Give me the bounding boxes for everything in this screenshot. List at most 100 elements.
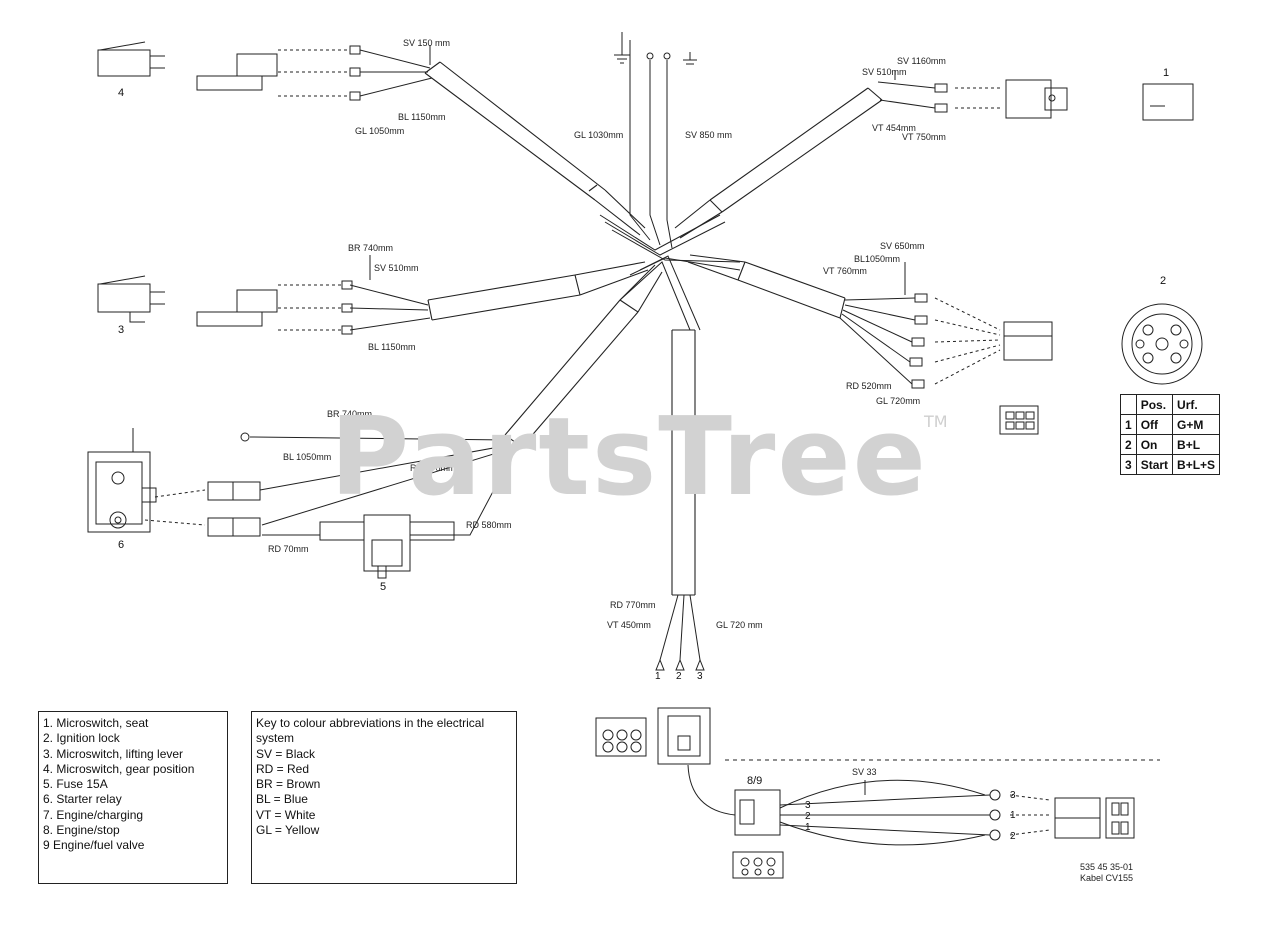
pin-number: 2 (1010, 831, 1016, 842)
starter-relay (87, 428, 261, 537)
table-cell: Off (1135, 414, 1174, 435)
colour-key-item: SV = Black (256, 746, 316, 761)
table-cell: 3 (1120, 454, 1137, 475)
legend-item: 2. Ignition lock (43, 731, 120, 746)
component-numbers: 1 2 3 4 5 6 8/9 (118, 67, 1169, 787)
legend-item: 9 Engine/fuel valve (43, 838, 145, 853)
table-cell: 2 (1120, 434, 1137, 455)
wire-label: GL 720 mm (716, 620, 763, 630)
wire-label: GL 1030mm (574, 130, 623, 140)
ignition-lock (1121, 303, 1203, 385)
part-number: 535 45 35-01 (1080, 862, 1134, 872)
colour-key-item: BR = Brown (256, 777, 321, 792)
table-cell: B+L (1172, 434, 1221, 455)
wire-label: BR 740mm (327, 409, 372, 419)
part-number-label: 535 45 35-01 Kabel CV155 (1080, 862, 1133, 884)
wire-label: RD 770mm (410, 463, 456, 473)
wire-label: SV 510mm (374, 263, 419, 273)
wire-label: RD 520mm (846, 381, 892, 391)
engine-stop-fuel-connector (595, 707, 1135, 879)
wire-label: SV 510mm (862, 67, 907, 77)
wire-label: SV 850 mm (685, 130, 732, 140)
branch-wires (144, 45, 1160, 846)
table-cell: On (1135, 434, 1174, 455)
wire-label: VT 454mm (872, 123, 916, 133)
table-cell: 1 (1120, 414, 1137, 435)
engine-charging-connector (999, 321, 1053, 435)
trademark-symbol: TM (924, 412, 948, 431)
pin-number: 2 (805, 811, 811, 822)
legend-item: 6. Starter relay (43, 792, 122, 807)
wire-label: SV 1160mm (897, 56, 946, 66)
ring-terminals (240, 45, 1001, 841)
wire-label: VT 760mm (823, 266, 867, 276)
wire-label: VT 750mm (902, 132, 946, 142)
legend-item: 5. Fuse 15A (43, 777, 108, 792)
component-legend: 1. Microswitch, seat 2. Ignition lock 3.… (38, 711, 228, 884)
colour-key-item: GL = Yellow (256, 823, 320, 838)
table-header-row: Pos. Urf. (1120, 394, 1221, 415)
partstree-watermark: PartsTree (330, 395, 928, 520)
table-cell: G+M (1172, 414, 1221, 435)
colour-key-item: VT = White (256, 807, 316, 822)
wire-label: BL 1050mm (283, 452, 331, 462)
central-junction (599, 40, 741, 331)
wire-label: RD 580mm (466, 520, 512, 530)
pin-number: 2 (676, 671, 682, 682)
table-header-cell: Urf. (1172, 394, 1221, 415)
wire-label: GL 720mm (876, 396, 920, 406)
wire-label: SV 650mm (880, 241, 925, 251)
ground-symbols (614, 32, 697, 65)
pin-number: 3 (697, 671, 703, 682)
table-header-cell: Pos. (1135, 394, 1174, 415)
microswitch-seat (1005, 79, 1194, 121)
legend-item: 3. Microswitch, lifting lever (43, 746, 184, 761)
wire-label: BL 1150mm (368, 342, 416, 352)
pin-number: 1 (1010, 810, 1016, 821)
wire-label: SV 150 mm (403, 38, 450, 48)
table-row: 3 Start B+L+S (1120, 454, 1221, 475)
table-cell: Start (1135, 454, 1174, 475)
wire-labels: SV 150 mm BL 1150mm GL 1050mm GL 1030mm … (268, 38, 946, 777)
wire-label: SV 33 (852, 767, 877, 777)
pin-number: 3 (1010, 790, 1016, 801)
wire-label: VT 450mm (607, 620, 651, 630)
legend-item: 7. Engine/charging (43, 807, 144, 822)
component-number-2: 2 (1160, 275, 1166, 287)
table-row: 1 Off G+M (1120, 414, 1221, 435)
component-number-6: 6 (118, 539, 124, 551)
component-number-5: 5 (380, 581, 386, 593)
component-number-1: 1 (1163, 67, 1169, 79)
table-cell (1120, 394, 1137, 415)
wire-label: BR 740mm (348, 243, 393, 253)
part-description: Kabel CV155 (1080, 873, 1134, 883)
microswitch-gear-position (97, 41, 278, 91)
pin-number: 3 (805, 800, 811, 811)
colour-key-item: RD = Red (256, 761, 310, 776)
table-row: 2 On B+L (1120, 434, 1221, 455)
pin-number: 1 (655, 671, 661, 682)
harness-sleeves (424, 61, 883, 596)
wire-label: GL 1050mm (355, 126, 404, 136)
wire-label: BL 1150mm (398, 112, 446, 122)
colour-key-legend: Key to colour abbreviations in the elect… (251, 711, 517, 884)
colour-key-title: Key to colour abbreviations in the elect… (256, 716, 485, 746)
legend-item: 8. Engine/stop (43, 823, 120, 838)
table-cell: B+L+S (1172, 454, 1221, 475)
pin-number: 1 (805, 822, 811, 833)
component-number-4: 4 (118, 87, 124, 99)
microswitch-lifting-lever (97, 275, 278, 327)
wire-label: RD 770mm (610, 600, 656, 610)
component-number-8-9: 8/9 (747, 775, 762, 787)
wire-label: RD 70mm (268, 544, 309, 554)
pin-numbers: 1 2 3 3 2 1 3 1 2 (655, 671, 1016, 842)
legend-item: 4. Microswitch, gear position (43, 761, 195, 776)
legend-item: 1. Microswitch, seat (43, 716, 149, 730)
component-number-3: 3 (118, 324, 124, 336)
fuse-15a (319, 514, 455, 579)
ignition-position-table: Pos. Urf. 1 Off G+M 2 On B+L 3 Start B+L… (1120, 394, 1221, 475)
wire-label: BL1050mm (854, 254, 900, 264)
colour-key-item: BL = Blue (256, 792, 308, 807)
